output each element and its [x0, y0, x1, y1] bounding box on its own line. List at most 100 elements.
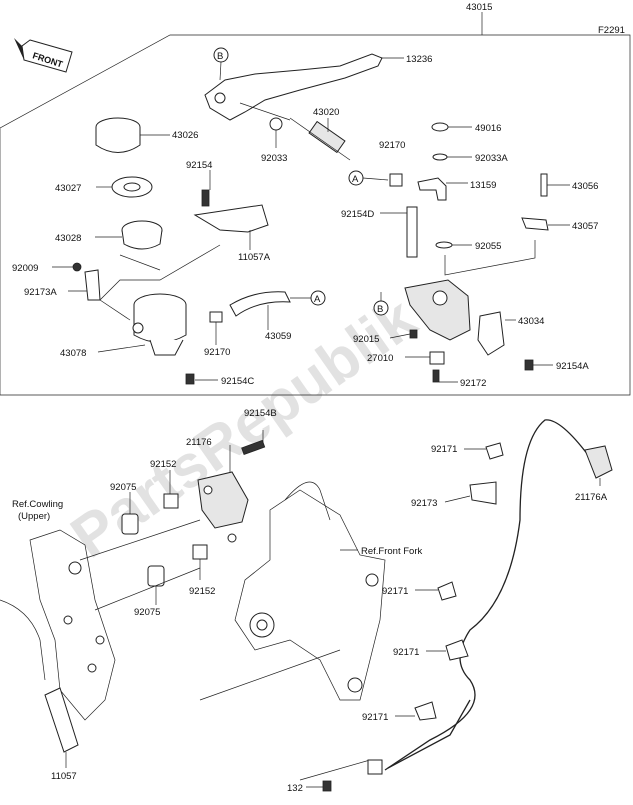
part-label: 92075 — [134, 607, 160, 618]
part-label: 92171 — [362, 712, 388, 723]
part-label: 92033 — [261, 153, 287, 164]
bolt-92154d — [406, 206, 418, 258]
clip-92015 — [409, 329, 418, 339]
part-label: 92173 — [411, 498, 437, 509]
watermark-text: PartsRepublik — [59, 284, 428, 571]
nut-92009 — [72, 262, 82, 272]
brake-lever — [204, 53, 404, 121]
part-label: 92152 — [150, 459, 176, 470]
clamp-92171-3 — [445, 639, 469, 661]
upper-assembly-frame — [0, 34, 631, 396]
fitting-13159 — [417, 177, 447, 201]
master-cylinder-43034 — [404, 279, 505, 356]
part-label: 27010 — [367, 353, 393, 364]
cowling-stay — [0, 529, 116, 721]
part-label: 21176A — [575, 492, 608, 503]
mount-132 — [367, 759, 383, 775]
part-label: 92055 — [475, 241, 501, 252]
callout-a-left-label: A — [352, 174, 359, 185]
ref-cowling-upper-label: (Upper) — [18, 511, 50, 522]
cap-43057 — [521, 217, 549, 231]
ref-cowling-label: Ref.Cowling — [12, 499, 63, 510]
part-label: 11057 — [51, 771, 77, 782]
clamp-92171-1 — [485, 442, 504, 460]
part-label: 92172 — [460, 378, 486, 389]
part-label: 92154C — [221, 376, 254, 387]
clamp-92171-2 — [437, 581, 457, 601]
part-label: 43026 — [172, 130, 198, 141]
part-label: 132 — [287, 783, 303, 794]
front-arrow-icon: FRONT — [14, 38, 73, 73]
cap-49016 — [431, 122, 449, 132]
part-label: 92154B — [244, 408, 277, 419]
clamp-92173a — [84, 269, 101, 301]
bolt-92154c — [185, 373, 195, 385]
callout-a-right — [310, 290, 326, 306]
sensor-lead-wire — [384, 419, 589, 771]
clamp-92170-a — [209, 311, 223, 323]
part-label: 43015 — [466, 2, 492, 13]
clamp-92173 — [469, 481, 497, 505]
callout-b-top-label: B — [217, 51, 223, 62]
part-label: 92171 — [393, 647, 419, 658]
washer-92033a — [432, 153, 448, 161]
figure-code: F2291 — [598, 25, 625, 36]
part-label: 11057A — [238, 252, 271, 263]
washer-92055 — [435, 241, 453, 249]
bleeder-43056 — [540, 173, 548, 197]
bracket-11057a — [193, 204, 269, 233]
part-label: 92170 — [204, 347, 230, 358]
part-label: 92170 — [379, 140, 405, 151]
part-label: 92173A — [24, 287, 57, 298]
part-label: 92152 — [189, 586, 215, 597]
part-label: 92015 — [353, 334, 379, 345]
reservoir-43078 — [97, 293, 187, 356]
part-label: 92033A — [475, 153, 508, 164]
bolt-132 — [322, 780, 332, 792]
part-label: 43020 — [313, 107, 339, 118]
circlip-92033 — [269, 117, 283, 131]
part-label: 13159 — [470, 180, 496, 191]
sensor-21176 — [197, 471, 249, 543]
brake-switch — [289, 117, 351, 161]
part-label: 92009 — [12, 263, 38, 274]
clamp-92171-4 — [414, 701, 437, 721]
switch-27010 — [429, 351, 445, 365]
part-labels: 43015 13236 43020 43026 92033 49016 9203… — [12, 2, 608, 794]
part-label: 43056 — [572, 181, 598, 192]
bolt-92154a — [524, 359, 534, 371]
part-label: 43059 — [265, 331, 291, 342]
part-label: 43027 — [55, 183, 81, 194]
part-label: 92171 — [382, 586, 408, 597]
collar-92152-bottom — [192, 544, 208, 560]
ref-front-fork-label: Ref.Front Fork — [361, 546, 422, 557]
part-label: 92075 — [110, 482, 136, 493]
sensor-21176a — [584, 445, 613, 479]
bolt-92154b — [241, 439, 266, 456]
part-label: 92154 — [186, 160, 212, 171]
front-fork-bracket — [234, 481, 386, 701]
part-label: 21176 — [186, 437, 212, 448]
part-label: 43028 — [55, 233, 81, 244]
part-label: 43078 — [60, 348, 86, 359]
collar-92152-top — [163, 493, 179, 509]
part-label: 92171 — [431, 444, 457, 455]
bolt-92154-a — [201, 189, 210, 207]
grommet-92075-top — [121, 513, 139, 535]
callout-a-right-label: A — [314, 294, 321, 305]
part-label: 49016 — [475, 123, 501, 134]
reservoir-cap — [95, 117, 170, 153]
bracket-11057 — [44, 687, 79, 753]
diaphragm-43028 — [95, 220, 163, 250]
part-label: 43057 — [572, 221, 598, 232]
part-label: 13236 — [406, 54, 432, 65]
hose-43059 — [229, 291, 291, 317]
callout-b-lower-label: B — [377, 304, 383, 315]
part-label: 43034 — [518, 316, 544, 327]
screw-92172 — [432, 369, 440, 383]
part-label: 92154D — [341, 209, 374, 220]
clamp-92170-b — [389, 173, 403, 187]
part-label: 92154A — [556, 361, 589, 372]
